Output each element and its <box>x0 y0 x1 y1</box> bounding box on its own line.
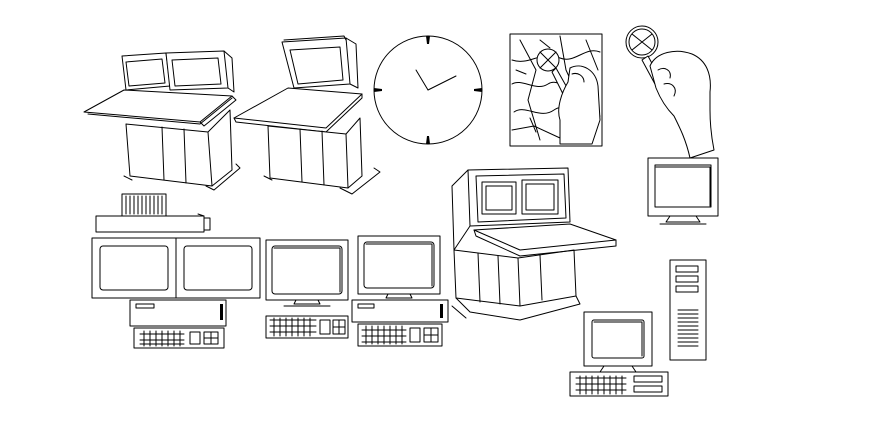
desktop-computer-icon <box>351 235 449 347</box>
console-dual-monitor-icon <box>83 50 241 191</box>
control-console-icon <box>451 167 617 321</box>
clock-minute-hand <box>427 75 457 91</box>
wall-clock-icon <box>373 35 483 145</box>
hand-with-magnifier-icon <box>625 25 715 159</box>
crt-monitor-icon <box>647 157 719 225</box>
console-single-monitor-icon <box>233 35 381 195</box>
map-with-magnifier-icon <box>509 33 603 147</box>
desktop-computer-icon <box>265 239 349 339</box>
desktop-computer-icon <box>91 193 261 349</box>
tower-computer-icon <box>569 259 707 397</box>
clock-hour-hand <box>415 69 429 91</box>
